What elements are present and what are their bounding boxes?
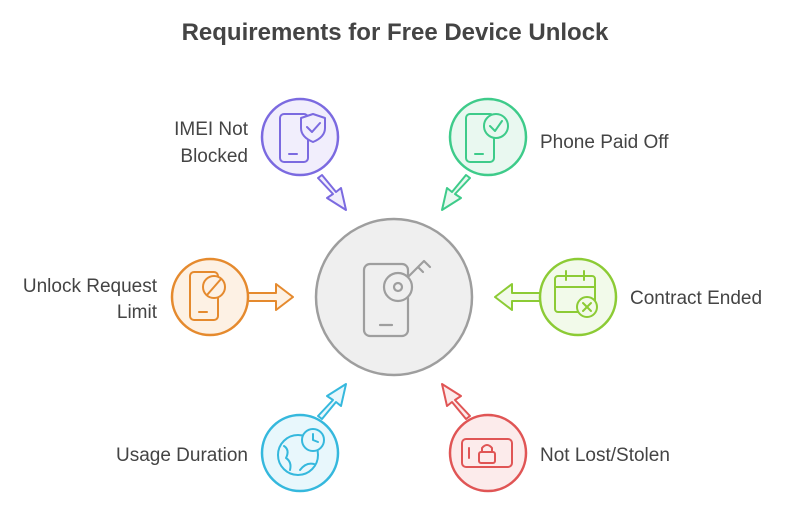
- node-label-line-1: Unlock Request: [23, 276, 158, 297]
- node-label-line-1: Contract Ended: [630, 288, 762, 309]
- node-label-line-1: IMEI Not: [174, 119, 249, 140]
- node-not-lost-stolen: Not Lost/Stolen: [441, 383, 670, 493]
- node-label-line-2: Blocked: [180, 146, 248, 167]
- node-unlock-request-limit: Unlock Request Limit: [23, 257, 294, 337]
- calendar-x-icon: [554, 270, 598, 318]
- node-label-line-1: Usage Duration: [116, 445, 248, 466]
- node-usage-duration: Usage Duration: [116, 383, 347, 493]
- diagram-title: Requirements for Free Device Unlock: [182, 19, 609, 46]
- node-label-line-1: Not Lost/Stolen: [540, 445, 670, 466]
- node-imei-not-blocked: IMEI Not Blocked: [174, 97, 347, 211]
- phone-shield-icon: [279, 113, 326, 163]
- node-contract-ended: Contract Ended: [494, 257, 762, 337]
- phone-check-icon: [465, 113, 509, 163]
- phone-key-icon: [362, 259, 432, 338]
- node-phone-paid-off: Phone Paid Off: [441, 97, 669, 211]
- globe-clock-icon: [277, 428, 325, 476]
- center-node: [314, 217, 474, 377]
- node-label-line-2: Limit: [117, 302, 158, 323]
- phone-blocked-icon: [189, 271, 226, 321]
- node-label-line-1: Phone Paid Off: [540, 132, 669, 153]
- phone-lock-icon: [461, 438, 513, 468]
